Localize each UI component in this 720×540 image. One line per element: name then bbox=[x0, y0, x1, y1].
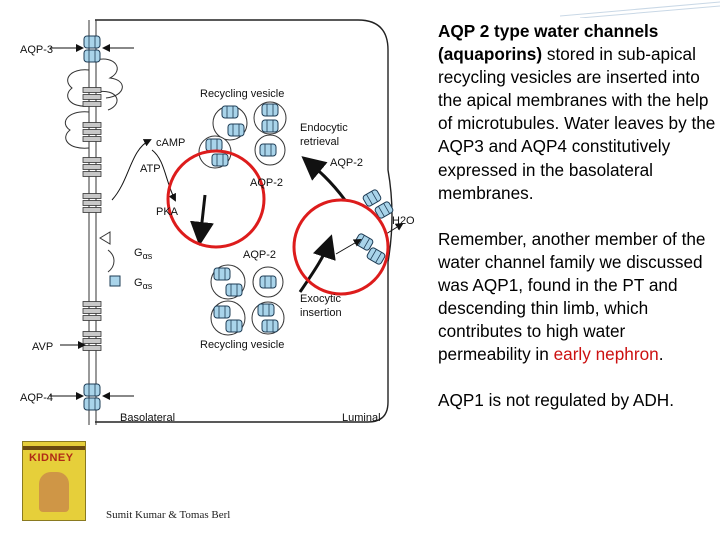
aquaporin-diagram: AQP-3 AQP-4 AVP cAMP ATP PKA AQP-2 AQP-2… bbox=[18, 19, 418, 430]
label-atp: ATP bbox=[140, 163, 161, 175]
membrane-fold bbox=[67, 69, 90, 107]
highlight-circle-right bbox=[292, 198, 390, 296]
label-aqp2-right: AQP-2 bbox=[330, 157, 363, 169]
label-luminal: Luminal bbox=[342, 412, 381, 424]
pka-arrow bbox=[151, 149, 176, 202]
label-recycling-bottom: Recycling vesicle bbox=[200, 339, 284, 351]
diagram-background bbox=[18, 20, 418, 430]
label-aqp4: AQP-4 bbox=[20, 392, 53, 404]
label-endocytic-2: retrieval bbox=[300, 136, 339, 148]
kidney-book-cover: KIDNEY bbox=[22, 441, 86, 521]
paragraph-aqp1: Remember, another member of the water ch… bbox=[438, 228, 706, 365]
paragraph-aqp2: AQP 2 type water channels (aquaporins) s… bbox=[438, 21, 716, 203]
cell-outline bbox=[95, 19, 393, 423]
label-avp: AVP bbox=[32, 341, 53, 353]
book-title: KIDNEY bbox=[29, 452, 74, 464]
label-pka: PKA bbox=[156, 206, 179, 218]
label-endocytic-1: Endocytic bbox=[300, 122, 348, 134]
image-credit: Sumit Kumar & Tomas Berl bbox=[106, 509, 231, 521]
exocytic-arrow bbox=[298, 234, 336, 293]
recycling-vesicle-top bbox=[198, 101, 287, 169]
diagram-svg: AQP-3 AQP-4 AVP cAMP ATP PKA AQP-2 AQP-2… bbox=[18, 19, 418, 430]
highlight-circle-left bbox=[166, 149, 266, 249]
label-aqp2-low: AQP-2 bbox=[243, 249, 276, 261]
endocytic-arrow bbox=[301, 156, 347, 201]
label-basolateral: Basolateral bbox=[120, 412, 175, 424]
pka-down-arrow bbox=[190, 194, 214, 246]
kidney-figure-icon bbox=[39, 472, 69, 512]
explanation-text: AQP 2 type water channels (aquaporins) s… bbox=[438, 20, 716, 412]
decorative-lines bbox=[560, 1, 720, 18]
label-aqp2-mid: AQP-2 bbox=[250, 177, 283, 189]
label-gas-1: Gαs bbox=[134, 247, 153, 261]
label-camp: cAMP bbox=[156, 137, 185, 149]
label-exocytic-1: Exocytic bbox=[300, 293, 341, 305]
recycling-vesicle-bottom bbox=[210, 264, 285, 336]
label-gas-2: Gαs bbox=[134, 277, 153, 291]
label-recycling-top: Recycling vesicle bbox=[200, 88, 284, 100]
g-protein-receptor bbox=[99, 231, 121, 287]
camp-arrow bbox=[111, 139, 152, 201]
label-h2o: H2O bbox=[392, 215, 415, 227]
label-aqp3: AQP-3 bbox=[20, 44, 53, 56]
paragraph-adh: AQP1 is not regulated by ADH. bbox=[438, 390, 674, 411]
label-exocytic-2: insertion bbox=[300, 307, 342, 319]
